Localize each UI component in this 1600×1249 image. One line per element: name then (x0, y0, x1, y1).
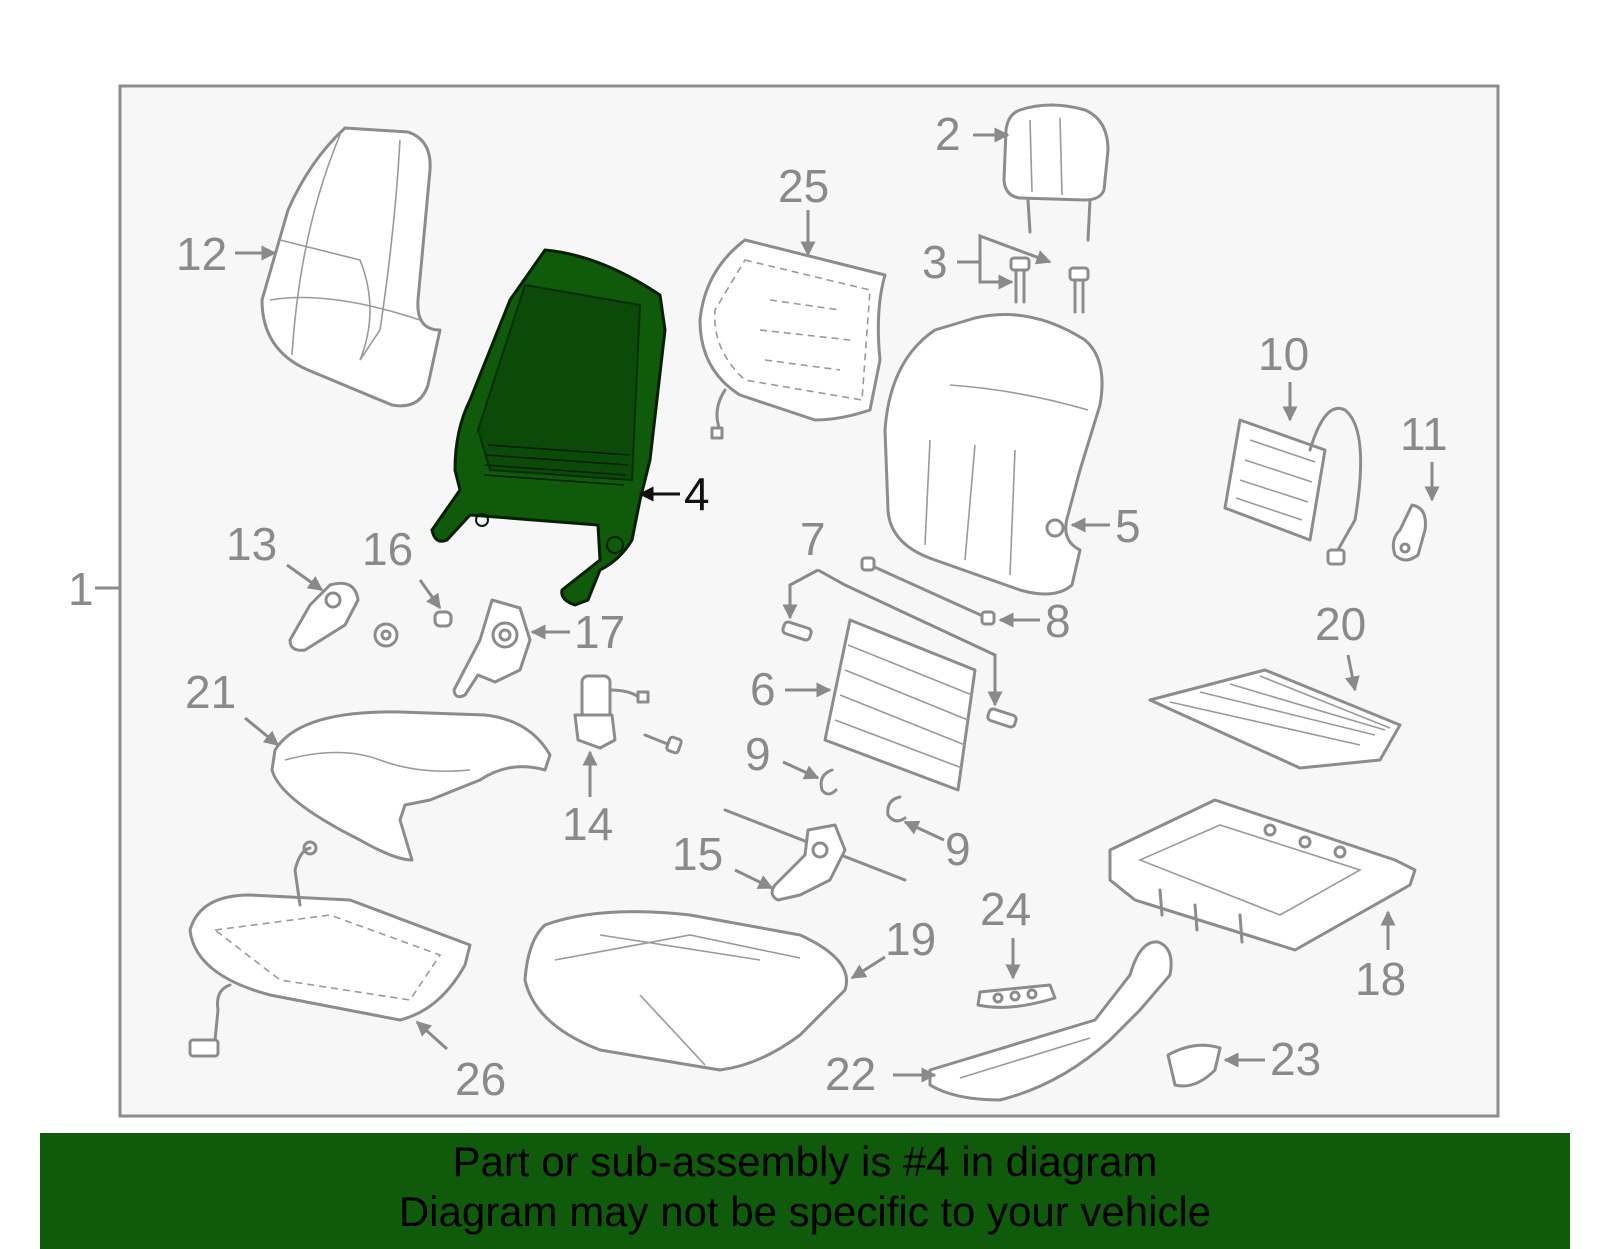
callout-14: 14 (562, 798, 613, 850)
callout-13: 13 (226, 518, 277, 570)
part-24-cover[interactable] (976, 983, 1057, 1009)
part-11-clip[interactable] (1391, 503, 1427, 562)
part-13-recliner-cover[interactable] (288, 581, 360, 652)
part-4-seatback-frame[interactable] (430, 248, 667, 607)
callout-9-lower: 9 (945, 823, 971, 875)
part-6-spring-mat[interactable] (823, 618, 977, 792)
part-3-headrest-guides[interactable] (1009, 256, 1090, 314)
callout-5: 5 (1115, 500, 1141, 552)
callout-2: 2 (935, 108, 961, 160)
callout-labels: 1 2 3 4 5 6 7 8 9 9 10 11 12 13 14 15 16… (68, 108, 1448, 1105)
part-17-recliner[interactable] (452, 598, 532, 699)
leader-arrows (235, 127, 1440, 1083)
callout-15: 15 (672, 828, 723, 880)
caption-line-1: Part or sub-assembly is #4 in diagram (452, 1138, 1158, 1185)
part-18-seat-frame[interactable] (1108, 798, 1417, 952)
callout-26: 26 (455, 1053, 506, 1105)
part-9-clip[interactable] (819, 768, 907, 823)
part-26-cushion-pad[interactable] (188, 840, 472, 1058)
callout-1: 1 (68, 563, 94, 615)
callout-11: 11 (1400, 408, 1448, 460)
part-20-heater-mat[interactable] (1148, 668, 1402, 770)
callout-8: 8 (1045, 595, 1071, 647)
part-12-seatback-cover[interactable] (260, 126, 442, 408)
callout-4: 4 (684, 468, 710, 520)
callout-6: 6 (750, 663, 776, 715)
callout-7: 7 (800, 513, 826, 565)
part-14-motor[interactable] (573, 674, 650, 750)
part-10-lumbar-support[interactable] (1223, 407, 1363, 566)
callout-12: 12 (176, 228, 227, 280)
part-19-seat-cushion[interactable] (523, 910, 848, 1072)
caption-line-2: Diagram may not be specific to your vehi… (398, 1188, 1212, 1235)
callout-20: 20 (1315, 598, 1366, 650)
callout-22: 22 (825, 1048, 876, 1100)
callout-3: 3 (922, 236, 948, 288)
callout-9-upper: 9 (745, 728, 771, 780)
callout-16: 16 (362, 523, 413, 575)
caption-banner: Part or sub-assembly is #4 in diagram Di… (40, 1133, 1570, 1249)
part-5-seatback-cushion[interactable] (883, 312, 1104, 596)
part-25-seatback-pad[interactable] (698, 238, 887, 440)
part-15-bracket[interactable] (723, 808, 907, 902)
callout-17: 17 (574, 606, 625, 658)
bolt[interactable] (643, 733, 683, 755)
part-16-nut[interactable] (373, 610, 453, 648)
callout-18: 18 (1355, 953, 1406, 1005)
part-23-cover[interactable] (1166, 1043, 1222, 1088)
callout-10: 10 (1258, 328, 1309, 380)
part-8-rod[interactable] (860, 556, 996, 626)
part-21-seat-cover[interactable] (270, 710, 552, 862)
part-7-springs[interactable] (781, 620, 1018, 729)
callout-19: 19 (885, 913, 936, 965)
callout-23: 23 (1270, 1033, 1321, 1085)
callout-24: 24 (980, 883, 1031, 935)
callout-21: 21 (185, 666, 236, 718)
part-22-side-trim[interactable] (928, 940, 1173, 1102)
callout-25: 25 (778, 160, 829, 212)
